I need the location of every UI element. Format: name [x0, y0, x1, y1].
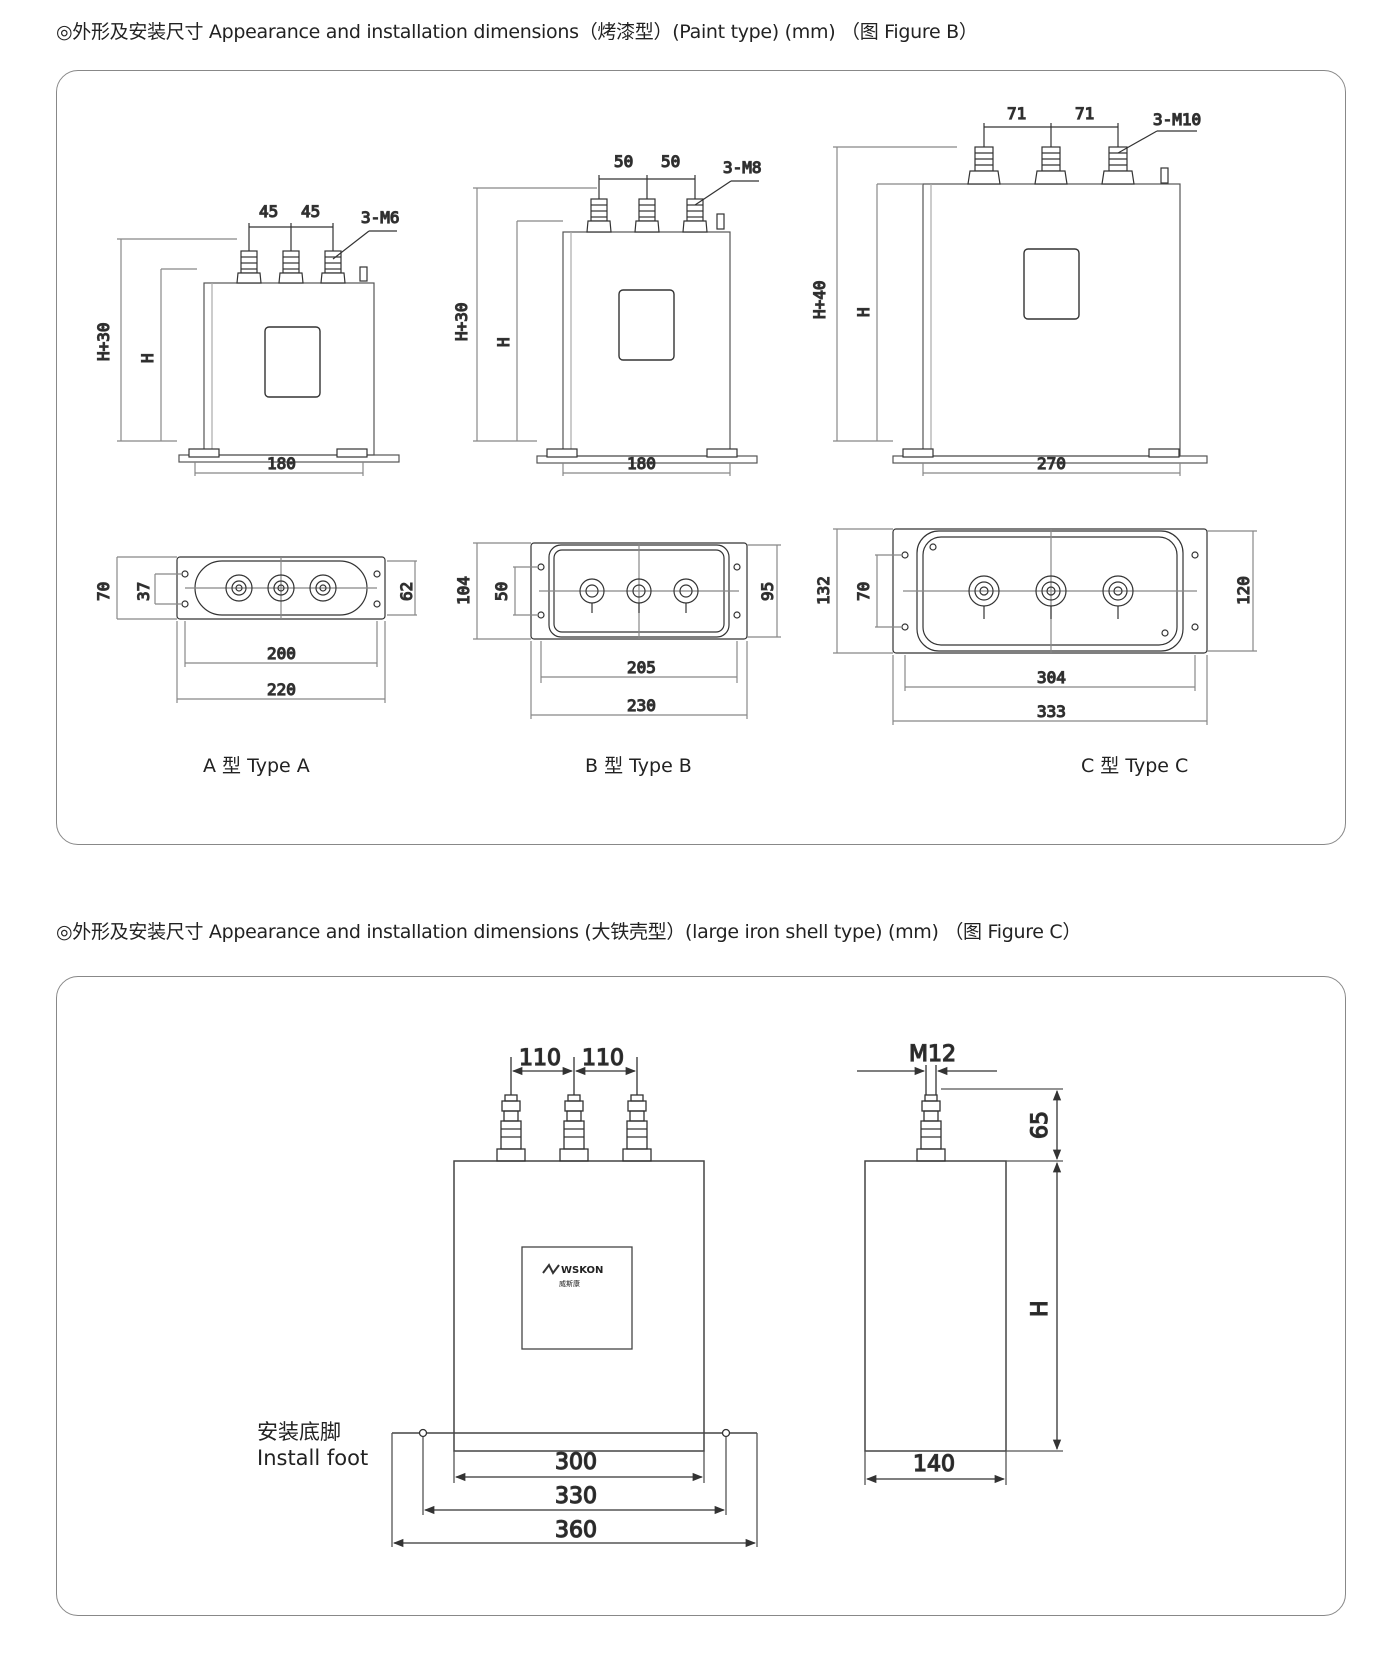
type-b-total-height: H+30: [452, 302, 471, 341]
type-c-total-height: H+40: [810, 280, 829, 319]
type-c-hole-spacing-v: 70: [854, 582, 873, 601]
type-b-caption: B 型 Type B: [585, 755, 692, 777]
type-b-pitch-2: 50: [661, 152, 680, 171]
type-b-terminals: [586, 198, 708, 233]
type-b-base-width: 230: [627, 696, 656, 715]
type-c-base-width: 333: [1037, 702, 1066, 721]
type-c-terminals: [967, 146, 1135, 185]
type-a-body-depth: 62: [397, 582, 416, 601]
install-foot-label-cn: 安装底脚: [257, 1420, 341, 1444]
type-c-body-depth: 120: [1234, 576, 1253, 605]
logo-plate: [521, 1246, 633, 1350]
type-a-pitch-1: 45: [259, 202, 278, 221]
large-shell-foot-width: 360: [555, 1518, 597, 1543]
type-b-terminal-spec: 3-M8: [723, 158, 762, 177]
type-a-width: 180: [267, 454, 296, 473]
figure-b-drawing: 45 45 3-M6 H+30 H 180 70 37 62 200 220: [93, 103, 1257, 725]
type-a-base-width: 220: [267, 680, 296, 699]
type-c-hole-spacing-h: 304: [1037, 668, 1066, 687]
type-b-front-view: [473, 175, 759, 476]
type-c-base-height: 132: [814, 576, 833, 605]
type-a-hole-spacing-v: 37: [134, 582, 153, 601]
figure-c-panel: 110 110 300 330 360 WSKON 威斯康: [56, 976, 1346, 1616]
type-c-nameplate: [1023, 248, 1080, 320]
type-c-pitch-2: 71: [1075, 104, 1094, 123]
type-a-top-view: [116, 556, 417, 703]
large-shell-depth: 140: [913, 1452, 955, 1477]
type-a-terminal-spec: 3-M6: [361, 208, 400, 227]
type-c-caption: C 型 Type C: [1081, 755, 1189, 777]
thread-spec: M12: [909, 1042, 956, 1067]
type-c-terminal-spec: 3-M10: [1153, 110, 1201, 129]
logo-text: WSKON: [561, 1265, 603, 1276]
large-shell-terminals: [496, 1094, 652, 1162]
large-shell-body-width: 300: [555, 1450, 597, 1475]
type-a-nameplate: [264, 326, 321, 398]
figure-b-panel: 45 45 3-M6 H+30 H 180 70 37 62 200 220: [56, 70, 1346, 845]
figure-b-title: ◎外形及安装尺寸 Appearance and installation dim…: [56, 21, 978, 43]
type-c-height: H: [854, 307, 873, 317]
type-c-pitch-1: 71: [1007, 104, 1026, 123]
terminal-height: 65: [1028, 1111, 1053, 1139]
large-shell-front-view: [391, 1057, 758, 1548]
type-a-hole-spacing-h: 200: [267, 644, 296, 663]
install-foot-label: 安装底脚 Install foot: [257, 1419, 368, 1471]
large-shell-hole-spacing: 330: [555, 1484, 597, 1509]
type-c-top-view: [833, 528, 1257, 725]
logo-subtext: 威斯康: [559, 1279, 580, 1288]
large-shell-pitch-1: 110: [519, 1046, 561, 1071]
install-foot-label-en: Install foot: [257, 1446, 369, 1470]
type-b-base-height: 104: [454, 576, 473, 605]
type-c-front-view: [833, 123, 1208, 476]
large-shell-pitch-2: 110: [582, 1046, 624, 1071]
type-b-top-view: [473, 542, 781, 719]
type-b-nameplate: [618, 289, 675, 361]
wskon-logo: WSKON 威斯康: [542, 1263, 603, 1288]
type-b-body-depth: 95: [758, 582, 777, 601]
type-a-front-view: [117, 223, 400, 476]
type-a-total-height: H+30: [94, 322, 113, 361]
type-b-height: H: [494, 337, 513, 347]
type-a-pitch-2: 45: [301, 202, 320, 221]
large-shell-height: H: [1028, 1300, 1053, 1317]
type-b-pitch-1: 50: [614, 152, 633, 171]
type-c-width: 270: [1037, 454, 1066, 473]
type-a-terminals: [236, 250, 346, 284]
type-b-hole-spacing-h: 205: [627, 658, 656, 677]
type-b-width: 180: [627, 454, 656, 473]
type-a-base-height: 70: [94, 582, 113, 601]
figure-c-title: ◎外形及安装尺寸 Appearance and installation dim…: [56, 921, 1082, 943]
type-a-height: H: [138, 353, 157, 363]
type-a-caption: A 型 Type A: [203, 755, 310, 777]
large-shell-side-view: [857, 1065, 1063, 1485]
type-b-hole-spacing-v: 50: [492, 582, 511, 601]
figure-c-drawing: 110 110 300 330 360 WSKON 威斯康: [391, 1041, 1063, 1548]
